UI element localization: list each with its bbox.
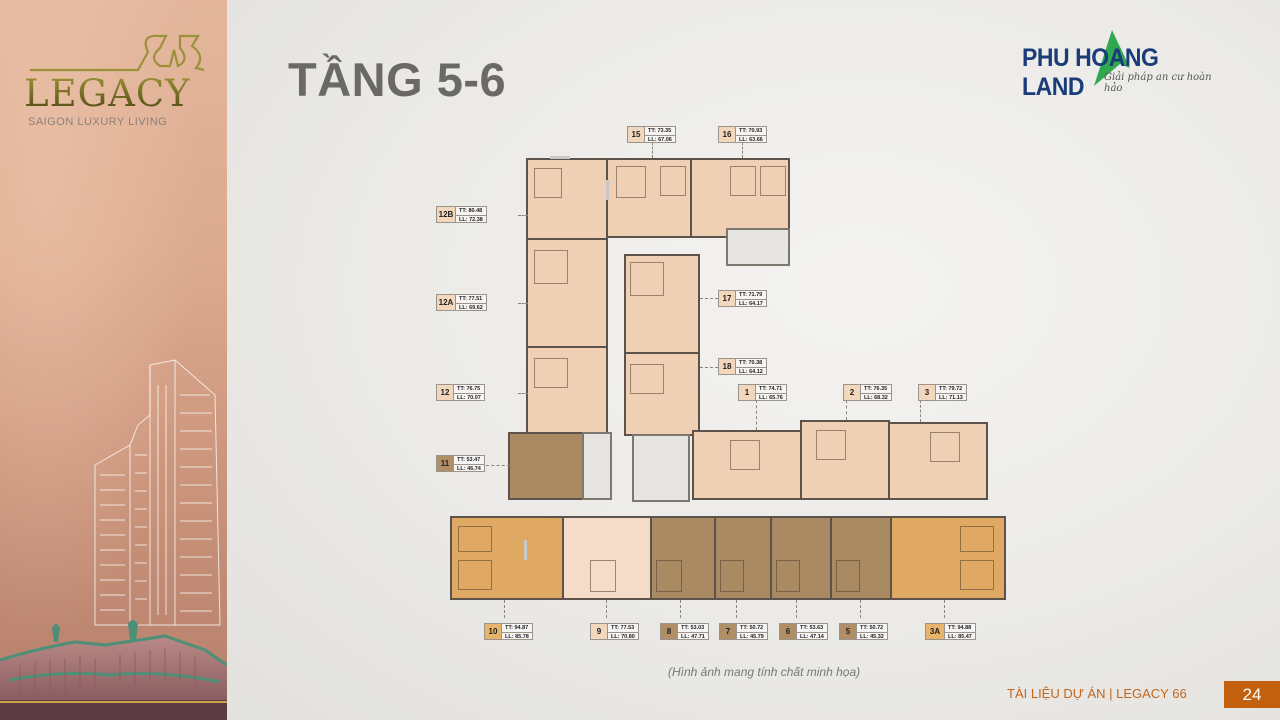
floor-plan bbox=[430, 120, 1030, 650]
brand-triangle-icon bbox=[1094, 30, 1130, 86]
unit-18-shape bbox=[624, 352, 700, 436]
logo-subtitle: SAIGON LUXURY LIVING bbox=[28, 116, 168, 128]
logo-word: LEGACY bbox=[24, 72, 191, 115]
illustration-note: (Hình ảnh mang tính chất minh họa) bbox=[668, 665, 861, 679]
footer-document-title: TÀI LIỆU DỰ ÁN | LEGACY 66 bbox=[1007, 686, 1187, 701]
brand-name: PHU HOANG LAND bbox=[1022, 44, 1159, 101]
unit-17-shape bbox=[624, 254, 700, 354]
unit-6-shape bbox=[770, 516, 832, 600]
unit-1-shape bbox=[692, 430, 802, 500]
phu-hoang-land-logo: PHU HOANG LAND Giải pháp an cư hoàn hảo bbox=[1022, 30, 1232, 101]
logo-66-mark-icon bbox=[30, 34, 205, 72]
page-title: TẦNG 5-6 bbox=[288, 53, 507, 106]
stair-core bbox=[726, 228, 790, 266]
unit-3a-shape bbox=[890, 516, 1006, 600]
elevator-core-left bbox=[582, 432, 612, 500]
sidebar-panel: LEGACY SAIGON LUXURY LIVING bbox=[0, 0, 227, 720]
temple-roof-image bbox=[0, 620, 227, 720]
unit-10-shape bbox=[450, 516, 564, 600]
brand-tagline: Giải pháp an cư hoàn hảo bbox=[1104, 72, 1212, 94]
unit-11-shape bbox=[508, 432, 584, 500]
unit-9-shape bbox=[562, 516, 652, 600]
page-number: 24 bbox=[1224, 681, 1280, 708]
elevator-core-center bbox=[632, 434, 690, 502]
unit-12b-shape bbox=[526, 158, 608, 240]
unit-8-shape bbox=[650, 516, 716, 600]
legacy-logo: LEGACY SAIGON LUXURY LIVING bbox=[20, 30, 210, 128]
building-sketch-icon bbox=[94, 359, 221, 626]
